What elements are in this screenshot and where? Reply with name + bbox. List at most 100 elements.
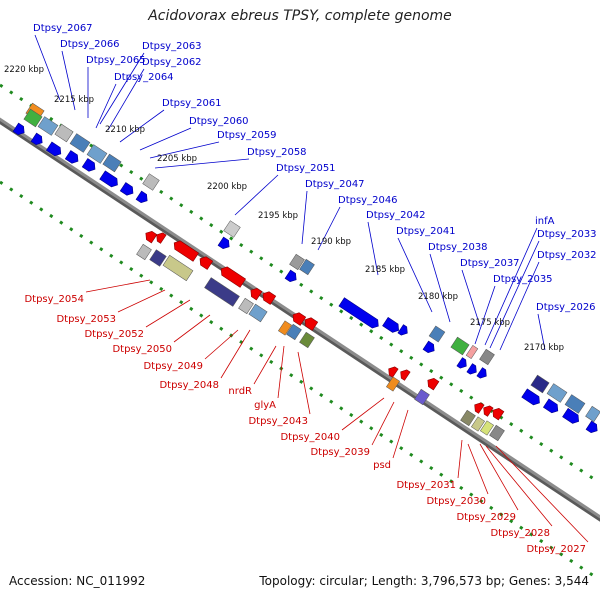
top-strand-labels: Dtpsy_2067Dtpsy_2066Dtpsy_2065Dtpsy_2063… [33,23,597,313]
top-leader-line [301,190,308,245]
top-leader-line [119,109,165,143]
gene-feature-69 [480,420,494,436]
gene-feature-46 [250,287,263,301]
top-leader-line [397,237,433,313]
reverse-gene-arrow [199,256,214,270]
forward-gene-arrow [81,158,96,172]
reverse-gene-arrow [173,240,200,262]
bottom-strand-label: glyA [254,400,276,411]
reverse-gene-arrow [483,405,494,417]
gene-feature-39 [562,407,579,424]
gene-feature-57 [149,249,167,267]
gene-feature-30 [338,297,379,329]
bottom-strand-label: Dtpsy_2028 [490,528,550,539]
top-strand-label: Dtpsy_2035 [493,274,553,285]
gene-box [450,336,470,356]
gene-box [142,173,160,191]
reverse-gene-arrow [400,369,411,381]
top-strand-label: Dtpsy_2058 [247,147,307,158]
gene-box [428,325,446,343]
gene-box [465,344,479,360]
gene-feature-13 [450,336,470,356]
gene-box [460,409,476,427]
top-strand-label: Dtpsy_2041 [396,226,456,237]
gene-box [546,383,568,403]
gene-feature-59 [204,277,240,307]
gene-feature-68 [471,416,485,432]
gene-feature-54 [483,405,494,417]
gene-feature-26 [119,182,134,196]
gene-feature-52 [427,377,440,391]
bottom-strand-label: Dtpsy_2027 [526,544,586,555]
forward-gene-arrow [338,297,379,329]
forward-gene-arrow [119,182,134,196]
gene-feature-5 [69,133,91,153]
top-strand-label: Dtpsy_2060 [189,116,249,127]
top-strand-label: Dtpsy_2046 [338,195,398,206]
top-leader-line [461,269,481,327]
gene-feature-61 [248,303,268,323]
top-leader-line [139,127,192,151]
gene-feature-63 [286,323,302,341]
gene-box [299,331,315,349]
bottom-strand-label: nrdR [228,386,252,397]
forward-gene-arrow [521,388,540,406]
gene-feature-4 [54,123,74,143]
kbp-tick-label: 2195 kbp [258,211,298,221]
gene-feature-8 [142,173,160,191]
gene-feature-29 [284,269,297,283]
top-leader-line [34,34,61,101]
kbp-tick-label: 2180 kbp [418,292,458,302]
top-strand-label: Dtpsy_2033 [537,229,597,240]
gene-feature-51 [400,369,411,381]
gene-feature-21 [30,132,43,146]
bottom-strand-label: Dtpsy_2040 [280,432,340,443]
gene-feature-17 [546,383,568,403]
gene-box [248,303,268,323]
top-strand-label: Dtpsy_2032 [537,250,597,261]
forward-gene-arrow [30,132,43,146]
forward-gene-arrow [562,407,579,424]
label-leader-lines [34,34,589,543]
bottom-leader-line [457,439,463,479]
bottom-leader-line [371,401,395,446]
forward-gene-arrow [422,340,435,354]
kbp-tick-label: 2215 kbp [54,95,94,105]
gene-feature-12 [428,325,446,343]
forward-gene-arrow [456,357,467,369]
forward-gene-arrow [382,316,399,333]
gene-box [69,133,91,153]
bottom-leader-line [204,329,239,360]
bottom-strand-label: Dtpsy_2050 [112,344,172,355]
top-strand-label: Dtpsy_2042 [366,210,426,221]
reverse-gene-arrow [492,407,505,421]
gene-box [204,277,240,307]
top-leader-line [99,52,145,125]
gene-feature-41 [145,230,158,244]
bottom-strand-label: Dtpsy_2039 [310,447,370,458]
gene-feature-42 [156,232,167,244]
bottom-leader-line [495,445,589,543]
reverse-gene-arrow [292,312,307,326]
forward-gene-arrow [64,150,79,164]
gene-box [149,249,167,267]
gene-feature-28 [217,236,230,250]
top-strand-label: Dtpsy_2051 [276,163,336,174]
gene-box [86,144,108,164]
gene-box [585,405,600,423]
forward-gene-arrow [45,141,62,157]
bottom-strand-label: Dtpsy_2054 [24,294,84,305]
gene-feature-62 [278,320,292,336]
gene-feature-14 [465,344,479,360]
gene-feature-40 [585,420,598,434]
gene-feature-70 [489,424,505,442]
gene-feature-23 [64,150,79,164]
page-title: Acidovorax ebreus TPSY, complete genome [148,8,452,24]
bottom-strand-labels: Dtpsy_2054Dtpsy_2053Dtpsy_2052Dtpsy_2050… [24,294,586,555]
gene-feature-22 [45,141,62,157]
top-leader-line [489,240,540,349]
gene-feature-19 [585,405,600,423]
kbp-tick-label: 2210 kbp [105,125,145,135]
gene-feature-20 [12,122,25,136]
top-leader-line [367,221,379,276]
